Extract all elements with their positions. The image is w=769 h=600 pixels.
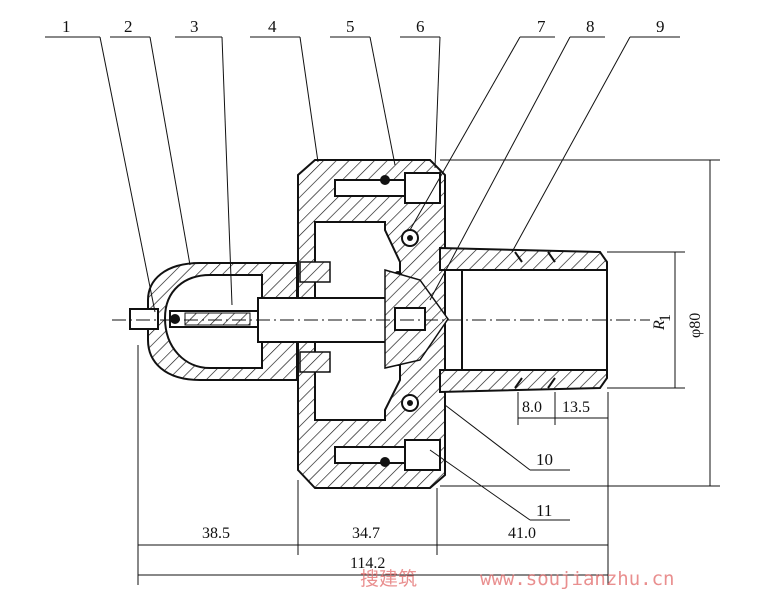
callout-7: 7 xyxy=(537,17,546,36)
dim-41-0: 41.0 xyxy=(508,525,536,542)
callout-8: 8 xyxy=(586,17,595,36)
dimension-lines xyxy=(137,159,720,585)
bottom-screw xyxy=(334,439,441,471)
watermark-cn: 搜建筑 xyxy=(360,568,417,590)
callout-9: 9 xyxy=(656,17,665,36)
dimension-labels: 38.5 34.7 41.0 114.2 8.0 13.5 φ80 R 1 xyxy=(202,313,704,572)
callout-labels: 1 2 3 4 5 6 7 8 9 10 11 xyxy=(62,17,665,520)
dim-114-2: 114.2 xyxy=(350,555,385,572)
watermark-url: www.soujianzhu.cn xyxy=(480,568,674,590)
dim-38-5: 38.5 xyxy=(202,525,230,542)
watermark: 搜建筑 www.soujianzhu.cn xyxy=(360,568,674,590)
dim-8-0: 8.0 xyxy=(522,399,542,416)
top-screw xyxy=(334,172,441,204)
spring-rod xyxy=(129,308,271,330)
callout-4: 4 xyxy=(268,17,277,36)
callout-11: 11 xyxy=(536,501,552,520)
dim-radius-subscript: 1 xyxy=(657,314,674,322)
dim-13-5: 13.5 xyxy=(562,399,590,416)
callout-leaders xyxy=(45,36,680,521)
callout-3: 3 xyxy=(190,17,199,36)
callout-10: 10 xyxy=(536,450,553,469)
dim-34-7: 34.7 xyxy=(352,525,380,542)
callout-1: 1 xyxy=(62,17,71,36)
callout-5: 5 xyxy=(346,17,355,36)
callout-6: 6 xyxy=(416,17,425,36)
callout-2: 2 xyxy=(124,17,133,36)
dim-radius: R xyxy=(651,320,668,331)
dim-phi-80: φ80 xyxy=(687,313,704,338)
valve-cone xyxy=(384,269,449,369)
